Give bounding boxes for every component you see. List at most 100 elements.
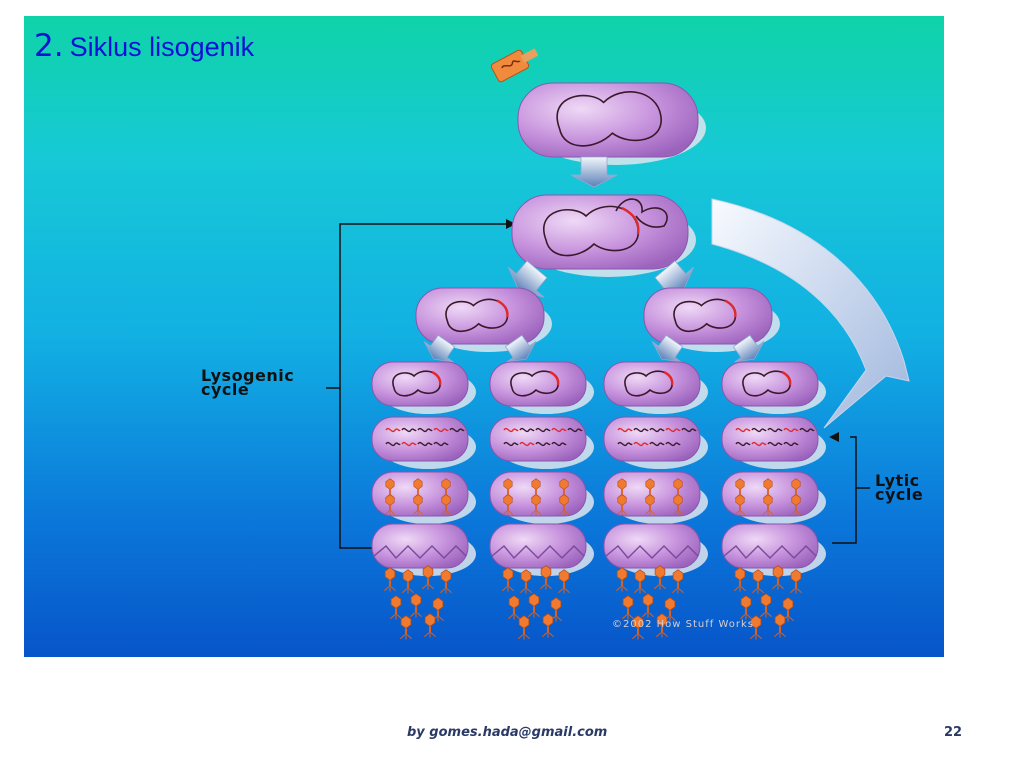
- lytic-cycle-label: Lytic cycle: [875, 473, 923, 503]
- phage-particle: [672, 569, 684, 594]
- phage-legs: [502, 510, 514, 516]
- phage-particle: [502, 494, 514, 516]
- phage-particle: [384, 494, 396, 516]
- phage-head: [390, 595, 402, 609]
- phage-tail: [676, 582, 680, 589]
- phage-legs: [422, 584, 434, 590]
- phage-particle: [774, 613, 786, 638]
- phage-head: [654, 565, 666, 579]
- phage-legs: [734, 510, 746, 516]
- lysogenic-label-line2: cycle: [201, 380, 250, 399]
- phage-tail: [520, 48, 539, 63]
- phage-tail: [621, 505, 623, 511]
- flow-arrow-shape: [423, 334, 456, 363]
- phage-head: [385, 494, 395, 506]
- cell-body: [603, 416, 701, 462]
- phage-head: [424, 613, 436, 627]
- phage-head: [763, 478, 773, 490]
- phage-head: [400, 615, 412, 629]
- phage-legs: [508, 614, 520, 620]
- phage-legs: [384, 586, 396, 592]
- phage-tail: [414, 606, 418, 613]
- phage-head: [542, 613, 554, 627]
- phage-head: [763, 494, 773, 506]
- phage-dna-fragment: [751, 427, 767, 433]
- phage-tail: [428, 626, 432, 633]
- cell-rupture: [373, 545, 467, 560]
- flow-arrow-shape: [504, 334, 537, 363]
- phage-legs: [402, 588, 414, 594]
- phage-tail: [389, 489, 391, 495]
- phage-tail: [677, 489, 679, 495]
- phage-head: [672, 569, 684, 583]
- lysing-cell: [371, 523, 476, 640]
- phage-head: [634, 569, 646, 583]
- flow-arrow: [504, 334, 537, 363]
- phage-particle: [440, 569, 452, 594]
- prophage-integration-cell: [511, 194, 696, 277]
- phage-legs: [790, 510, 802, 516]
- phage-tail: [436, 610, 440, 617]
- phage-tail: [620, 580, 624, 587]
- lysing-cell: [489, 523, 594, 640]
- phage-tail: [563, 489, 565, 495]
- phage-legs: [440, 510, 452, 516]
- phage-tail: [626, 608, 630, 615]
- footer-credit: by gomes.hada@gmail.com: [407, 725, 608, 740]
- flow-arrow: [423, 334, 456, 363]
- phage-head: [508, 595, 520, 609]
- prophage-dna: [621, 206, 640, 235]
- phage-tail: [677, 505, 679, 511]
- phage-dna-fragment: [449, 427, 465, 433]
- infecting-phage: [490, 48, 539, 83]
- flow-arrow: [570, 156, 618, 188]
- phage-dna-fragment: [735, 427, 751, 433]
- phage-legs: [634, 588, 646, 594]
- phage-tail: [767, 489, 769, 495]
- lysogenic-cell: [489, 361, 594, 414]
- phage-tail: [794, 582, 798, 589]
- phage-particle: [432, 597, 444, 622]
- phage-dna-fragment: [767, 427, 783, 433]
- phage-particle: [518, 615, 530, 640]
- cell-body: [371, 416, 469, 462]
- phage-tail: [744, 608, 748, 615]
- phage-particle: [656, 613, 668, 638]
- phage-tail: [739, 489, 741, 495]
- phage-head: [413, 478, 423, 490]
- infected-cell: [517, 82, 706, 165]
- phage-head: [385, 478, 395, 490]
- phage-particle: [528, 593, 540, 618]
- phage-head: [518, 615, 530, 629]
- phage-tail: [767, 505, 769, 511]
- phage-head: [558, 569, 570, 583]
- phage-tail: [524, 582, 528, 589]
- phage-dna-fragment: [783, 427, 799, 433]
- phage-particle: [390, 595, 402, 620]
- phage-head: [782, 597, 794, 611]
- phage-tail: [668, 610, 672, 617]
- phage-head: [550, 597, 562, 611]
- phage-legs: [752, 588, 764, 594]
- phage-particle: [616, 494, 628, 516]
- phage-particle: [508, 595, 520, 620]
- lysogenic-bracket-line: [339, 388, 372, 549]
- phage-head: [440, 569, 452, 583]
- phage-head: [503, 478, 513, 490]
- phage-legs: [644, 510, 656, 516]
- lysogenic-cycle-diagram: [326, 48, 910, 640]
- phage-dna-fragment: [385, 427, 401, 433]
- phage-particle: [654, 565, 666, 590]
- phage-head: [441, 478, 451, 490]
- lysogenic-cell: [721, 361, 826, 414]
- cell-body: [517, 82, 699, 158]
- phage-particle: [542, 613, 554, 638]
- phage-head: [664, 597, 676, 611]
- bracket-arrowhead: [506, 219, 516, 229]
- title-text: Siklus lisogenik: [69, 32, 255, 62]
- cell-body: [489, 416, 587, 462]
- phage-legs: [558, 588, 570, 594]
- phage-legs: [656, 632, 668, 638]
- prophage-dna: [431, 370, 442, 386]
- phage-dna-fragment: [401, 441, 417, 447]
